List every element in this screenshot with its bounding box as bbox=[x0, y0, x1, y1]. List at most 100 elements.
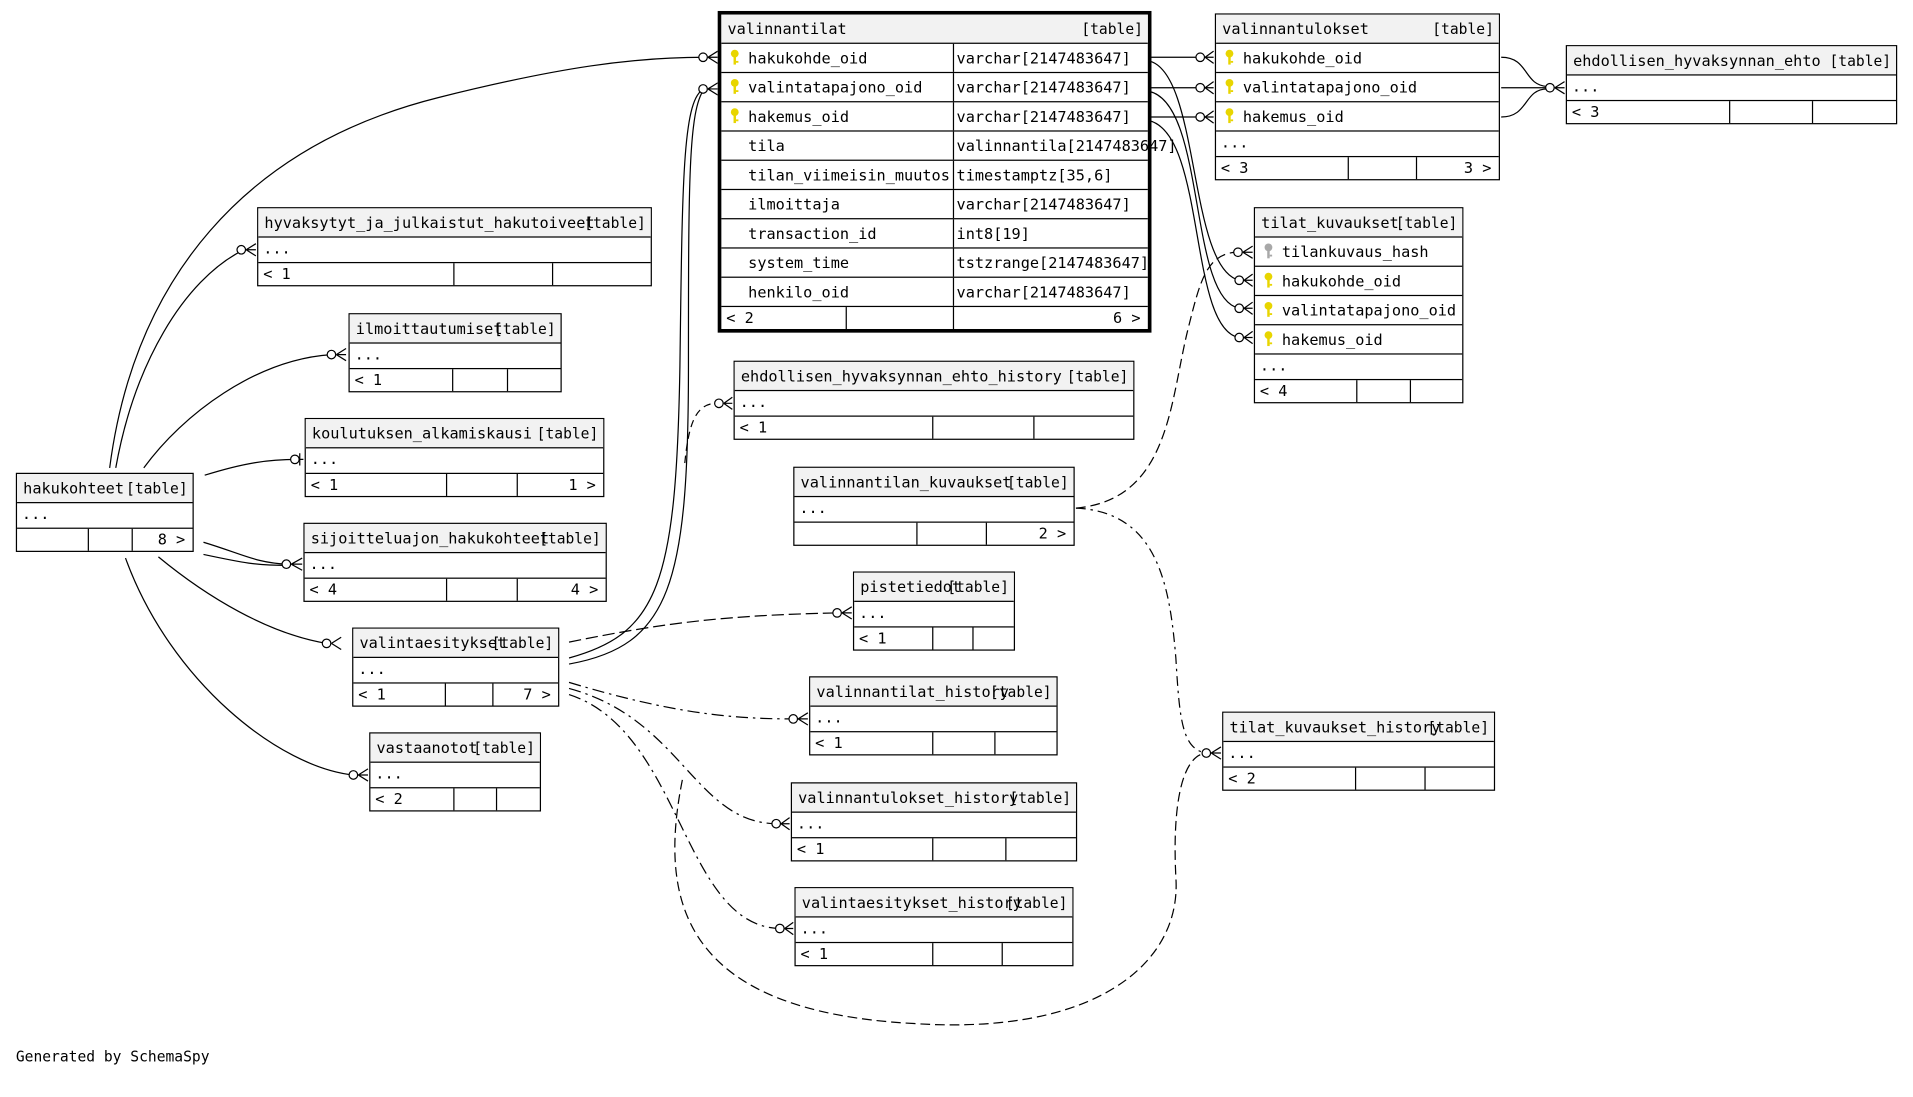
relation-hakukohteet-sijoitteluajon-2 bbox=[203, 553, 288, 566]
table-valintaesitykset[interactable]: valintaesitykset [table] ... < 1 7 > bbox=[352, 627, 560, 707]
table-type: [table] bbox=[1009, 789, 1072, 807]
table-tilat-kuvaukset[interactable]: tilat_kuvaukset [table] tilankuvaus_hash… bbox=[1253, 207, 1464, 404]
table-hyvaksytyt-ja-julkaistut-hakutoiveet[interactable]: hyvaksytyt_ja_julkaistut_hakutoiveet [ta… bbox=[257, 207, 652, 287]
footer-parents: < 1 bbox=[358, 684, 386, 704]
table-name: valinnantulokset bbox=[1222, 19, 1369, 38]
column-row[interactable]: hakukohde_oid bbox=[1216, 44, 1499, 74]
table-name: valinnantulokset_history bbox=[798, 788, 1019, 807]
table-ilmoittautumiset[interactable]: ilmoittautumiset [table] ... < 1 bbox=[348, 313, 562, 393]
column-name: ilmoittaja bbox=[748, 194, 840, 214]
relation-hakukohteet-hyvaksytyt bbox=[115, 249, 244, 469]
table-type: [table] bbox=[947, 578, 1009, 596]
relation-hakukohteet-valinnantilat bbox=[109, 56, 705, 468]
relation-valintaesitykset-valintaesitykset-history bbox=[568, 693, 780, 930]
column-name: tilankuvaus_hash bbox=[1281, 242, 1429, 261]
table-header: ilmoittautumiset [table] bbox=[349, 314, 561, 344]
column-name: valintatapajono_oid bbox=[1242, 77, 1418, 97]
table-valintaesitykset-history[interactable]: valintaesitykset_history [table] ... < 1 bbox=[794, 887, 1074, 967]
relation-valinnantilan-kuvaukset-history bbox=[1075, 507, 1207, 754]
table-footer: < 1 bbox=[854, 627, 1014, 650]
table-footer: < 1 bbox=[350, 369, 561, 392]
footer-parents: < 1 bbox=[263, 264, 291, 283]
footer-children: 6 > bbox=[1113, 308, 1141, 327]
table-tilat-kuvaukset-history[interactable]: tilat_kuvaukset_history [table] ... < 2 bbox=[1222, 711, 1496, 791]
column-row[interactable]: hakemus_oid bbox=[1216, 102, 1499, 132]
key-icon bbox=[730, 78, 739, 94]
footer-children: 8 > bbox=[157, 530, 186, 549]
key-icon bbox=[1225, 49, 1234, 65]
table-name: hyvaksytyt_ja_julkaistut_hakutoiveet bbox=[264, 213, 595, 232]
table-ehdollisen-hyvaksynnan-ehto[interactable]: ehdollisen_hyvaksynnan_ehto [table] ... … bbox=[1565, 45, 1898, 125]
column-row[interactable]: valintatapajono_oid bbox=[1255, 296, 1463, 326]
table-type: [table] bbox=[584, 214, 646, 232]
table-footer: < 1 bbox=[810, 732, 1056, 755]
table-name: hakukohteet bbox=[23, 478, 125, 498]
table-header: valinnantilat [table] bbox=[721, 14, 1148, 44]
table-vastaanotot[interactable]: vastaanotot [table] ... < 2 bbox=[369, 732, 542, 812]
table-header: valinnantilan_kuvaukset [table] bbox=[794, 467, 1074, 498]
table-footer: < 1 bbox=[796, 943, 1073, 966]
column-type: varchar[2147483647] bbox=[956, 107, 1131, 126]
table-header: ehdollisen_hyvaksynnan_ehto_history [tab… bbox=[734, 361, 1134, 392]
column-row[interactable]: hakukohde_oid bbox=[1255, 267, 1463, 297]
column-name: transaction_id bbox=[748, 224, 877, 243]
table-koulutuksen-alkamiskausi[interactable]: koulutuksen_alkamiskausi [table] ... < 1… bbox=[304, 417, 605, 498]
table-type: [table] bbox=[539, 530, 601, 548]
table-footer: 2 > bbox=[794, 522, 1073, 545]
table-header: sijoitteluajon_hakukohteet [table] bbox=[304, 523, 606, 554]
table-type: [table] bbox=[1081, 20, 1143, 38]
table-type: [table] bbox=[1005, 894, 1068, 912]
table-type: [table] bbox=[491, 634, 554, 652]
table-valinnantulokset-history[interactable]: valinnantulokset_history [table] ... < 1 bbox=[790, 782, 1078, 862]
table-name: koulutuksen_alkamiskausi bbox=[311, 424, 533, 443]
column-row[interactable]: valintatapajono_oid bbox=[1216, 73, 1499, 103]
table-valinnantilan-kuvaukset[interactable]: valinnantilan_kuvaukset [table] ... 2 > bbox=[793, 466, 1075, 546]
table-name: ilmoittautumiset bbox=[355, 319, 503, 338]
more-columns: ... bbox=[1566, 76, 1896, 102]
more-columns: ... bbox=[1223, 742, 1494, 768]
table-hakukohteet[interactable]: hakukohteet [table] ... 8 > bbox=[15, 472, 194, 552]
footer-parents: < 1 bbox=[800, 944, 829, 963]
column-row[interactable]: tilankuvaus_hash bbox=[1255, 238, 1463, 267]
more-columns: ... bbox=[792, 813, 1076, 839]
more-columns: ... bbox=[304, 553, 606, 579]
table-type: [table] bbox=[1432, 20, 1494, 38]
table-pistetiedot[interactable]: pistetiedot [table] ... < 1 bbox=[852, 571, 1016, 651]
table-type: [table] bbox=[494, 320, 556, 338]
table-sijoitteluajon-hakukohteet[interactable]: sijoitteluajon_hakukohteet [table] ... <… bbox=[303, 522, 607, 602]
table-ehdollisen-hyvaksynnan-ehto-history[interactable]: ehdollisen_hyvaksynnan_ehto_history [tab… bbox=[733, 360, 1135, 440]
footer-children: 2 > bbox=[1038, 523, 1067, 543]
key-icon bbox=[1264, 243, 1273, 259]
column-name: system_time bbox=[748, 253, 850, 272]
table-header: ehdollisen_hyvaksynnan_ehto [table] bbox=[1566, 46, 1896, 76]
footer-parents: < 1 bbox=[859, 628, 887, 648]
table-valinnantilat-history[interactable]: valinnantilat_history [table] ... < 1 bbox=[809, 676, 1058, 756]
relation-loop-tilat-kuvaukset-history bbox=[674, 752, 1207, 1026]
footer-parents: < 2 bbox=[375, 789, 403, 808]
table-header: hakukohteet [table] bbox=[17, 473, 193, 504]
column-row[interactable]: hakemus_oid bbox=[1255, 325, 1463, 355]
more-columns: ... bbox=[258, 238, 651, 264]
more-columns: ... bbox=[370, 763, 540, 789]
key-icon bbox=[1264, 301, 1273, 317]
table-type: [table] bbox=[126, 480, 188, 498]
table-name: tilat_kuvaukset_history bbox=[1229, 717, 1441, 736]
table-footer: < 3 bbox=[1567, 101, 1896, 124]
relation-valinnantulokset-ehdollisen-1 bbox=[1501, 56, 1548, 88]
column-name: valintatapajono_oid bbox=[1281, 300, 1457, 320]
table-name: vastaanotot bbox=[376, 738, 478, 757]
key-icon bbox=[1264, 272, 1273, 288]
table-header: tilat_kuvaukset [table] bbox=[1255, 208, 1463, 238]
